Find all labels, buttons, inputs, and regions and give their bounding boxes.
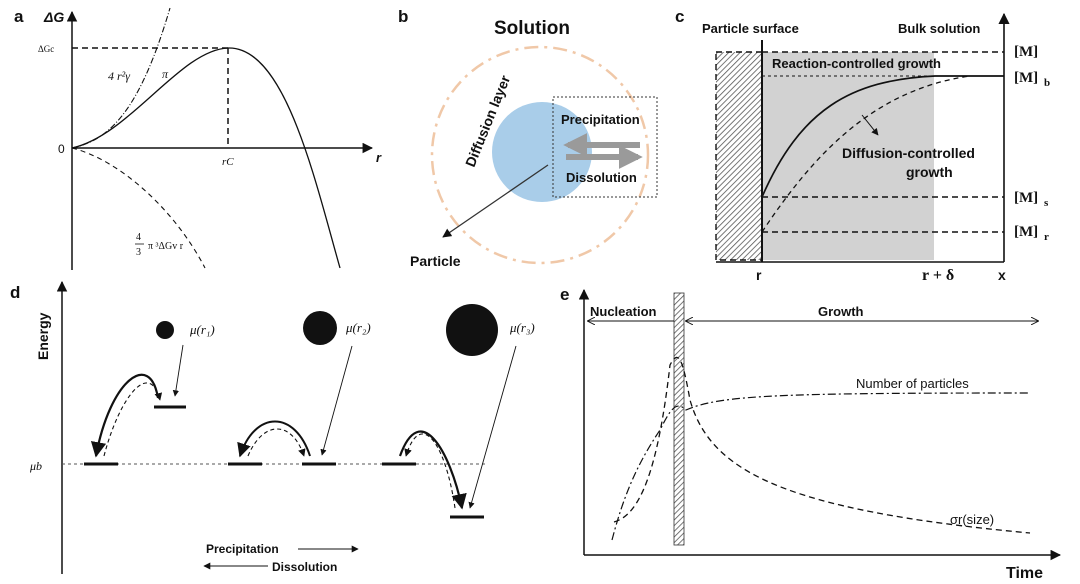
panel-d: d Energy μb μ(r₁) μ(r₂) μ(r₃) Precipitat… xyxy=(10,280,535,574)
panel-d-letter: d xyxy=(10,283,20,302)
panel-b-title: Solution xyxy=(494,18,570,39)
panel-a-frac-num: 4 xyxy=(136,232,141,243)
panel-a: a ΔG 0 r ΔGc rC 4 r²γ π 4 3 π ³ΔGv r xyxy=(14,7,382,270)
growth-label: Growth xyxy=(818,304,864,319)
exchange-box xyxy=(552,96,658,198)
panel-e-letter: e xyxy=(560,285,569,304)
diffusion-pointer xyxy=(861,114,879,136)
mu-r2-label: μ(r₂) xyxy=(345,320,371,335)
mu-r1-label: μ(r₁) xyxy=(189,322,215,337)
d3-precipitation-arrow xyxy=(398,430,467,510)
panel-c-x-x: x xyxy=(998,267,1006,283)
d-precipitation-label: Precipitation xyxy=(206,542,279,556)
particle-r1 xyxy=(156,321,174,339)
Ms-subscript: s xyxy=(1044,197,1049,209)
nucleation-label: Nucleation xyxy=(590,304,657,319)
panel-a-frac-den: 3 xyxy=(136,247,141,258)
panel-c: c Particle surface Bulk solution Reactio… xyxy=(675,7,1050,284)
panel-e-xlabel: Time xyxy=(1006,565,1043,582)
panel-c-letter: c xyxy=(675,7,684,26)
reaction-controlled-label: Reaction-controlled growth xyxy=(772,56,941,71)
reaction-controlled-curve xyxy=(761,75,1004,198)
diffusion-ring xyxy=(430,45,650,265)
particle-circle xyxy=(492,102,592,202)
panel-a-peak-label: ΔGc xyxy=(38,44,54,54)
mu-r3-label: μ(r₃) xyxy=(509,320,535,335)
particle-r2 xyxy=(303,311,337,345)
panel-a-volume-curve xyxy=(71,147,206,269)
panel-c-x-rdelta: r + δ xyxy=(922,267,954,284)
Mb-label: [M] xyxy=(1014,70,1038,86)
d1-precipitation-arrow xyxy=(103,382,163,457)
particle-r3 xyxy=(446,304,498,356)
panel-a-origin: 0 xyxy=(58,142,65,156)
bulk-solution-label: Bulk solution xyxy=(898,21,980,36)
Mr-subscript: r xyxy=(1044,231,1049,243)
precipitation-label: Precipitation xyxy=(561,112,640,127)
panel-d-ylabel: Energy xyxy=(35,312,51,360)
d2-precipitation-arrow xyxy=(247,428,306,457)
diffusion-controlled-label-2: growth xyxy=(906,164,953,180)
number-of-particles-label: Number of particles xyxy=(856,376,969,391)
shaded-diffusion-region xyxy=(762,52,934,260)
nucleation-boundary-band xyxy=(673,292,685,546)
size-distribution-curve xyxy=(613,356,1031,534)
M-label: [M] xyxy=(1014,44,1038,60)
mu-b-label: μb xyxy=(29,459,42,473)
dissolution-label: Dissolution xyxy=(566,170,637,185)
panel-a-surface-curve xyxy=(71,7,171,149)
mu-r2-pointer xyxy=(320,345,353,456)
panel-a-ylabel: ΔG xyxy=(43,9,64,25)
d2-dissolution-arrow xyxy=(237,420,311,458)
panel-b: b Solution Diffusion layer Precipitation… xyxy=(398,7,658,269)
mu-r1-pointer xyxy=(172,344,184,397)
sigma-size-label: σr(size) xyxy=(950,512,994,527)
panel-a-pi: π xyxy=(162,67,169,81)
panel-a-total-curve xyxy=(71,47,341,269)
Mb-subscript: b xyxy=(1044,77,1050,89)
panel-a-xlabel: r xyxy=(376,150,382,165)
d3-dissolution-arrow xyxy=(404,433,456,509)
panel-a-letter: a xyxy=(14,7,24,26)
particle-hatched-region xyxy=(715,51,763,261)
panel-b-letter: b xyxy=(398,7,408,26)
panel-a-rc-label: rC xyxy=(222,156,234,168)
Ms-label: [M] xyxy=(1014,190,1038,206)
particle-label: Particle xyxy=(410,253,461,269)
particle-surface-label: Particle surface xyxy=(702,21,799,36)
d1-dissolution-arrow xyxy=(90,373,160,458)
number-of-particles-curve xyxy=(611,392,1031,541)
panel-a-volume-term: π ³ΔGv r xyxy=(148,241,184,252)
particle-pointer xyxy=(442,164,549,238)
mu-r3-pointer xyxy=(468,345,517,509)
d-dissolution-label: Dissolution xyxy=(272,560,337,574)
panel-e: e Time Nucleation Growth Number of parti… xyxy=(560,285,1062,582)
Mr-label: [M] xyxy=(1014,224,1038,240)
panel-a-surface-term: 4 r²γ xyxy=(108,69,130,83)
diffusion-controlled-label-1: Diffusion-controlled xyxy=(842,145,975,161)
panel-c-x-r: r xyxy=(756,267,762,283)
